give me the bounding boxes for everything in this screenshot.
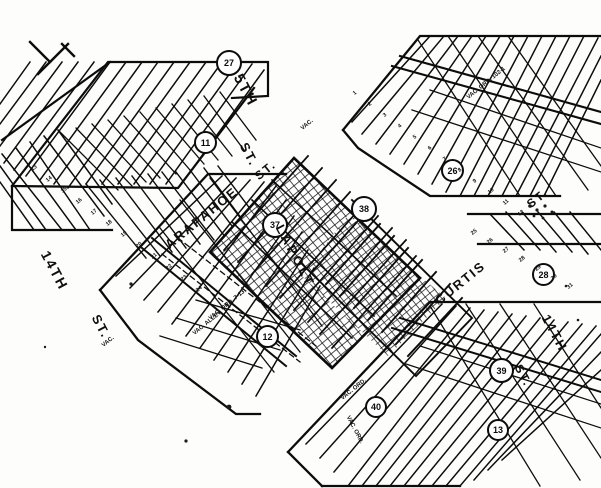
block-marker-28[interactable]: 28: [532, 263, 555, 286]
block-marker-12[interactable]: 12: [256, 325, 279, 348]
block-marker-11-label: 11: [200, 137, 211, 148]
block-marker-12-label: 12: [262, 331, 273, 342]
block-northwest: [10, 60, 270, 232]
lot-boxes-southwest: [159, 177, 323, 373]
block-marker-37-label: 37: [269, 220, 280, 230]
block-marker-13[interactable]: 13: [487, 419, 509, 441]
block-marker-27-label: 27: [223, 58, 234, 68]
parcels-northwest-lower: [0, 128, 114, 232]
center-block-outline: [208, 156, 422, 370]
parcels-northeast: [350, 34, 601, 198]
alley-northeast: [390, 54, 601, 126]
block-marker-38[interactable]: 38: [351, 196, 377, 222]
ink-specks: [43, 204, 580, 443]
block-marker-28-label: 28: [538, 269, 549, 280]
parcels-southeast: [304, 302, 601, 488]
center-block-east-wing: [298, 198, 474, 378]
block-marker-38-label: 38: [358, 204, 369, 214]
lot-boxes-southeast: [405, 303, 601, 487]
block-marker-13-label: 13: [492, 425, 503, 435]
lot-boxes-northeast: [411, 35, 601, 197]
alley-northwest: [0, 60, 256, 190]
block-marker-40-label: 40: [370, 402, 381, 412]
block-marker-27[interactable]: 27: [216, 50, 242, 76]
block-marker-39-label: 39: [496, 365, 507, 376]
block-marker-39[interactable]: 39: [489, 358, 514, 383]
parcels-northwest-upper: [0, 60, 266, 190]
block-southeast: [286, 300, 601, 488]
block-northeast: [341, 34, 601, 198]
vacated-alley-dashes: [161, 237, 317, 363]
corner-tick-mark: [28, 40, 76, 76]
block-marker-37[interactable]: 37: [262, 212, 288, 238]
block-marker-26[interactable]: 26: [441, 159, 464, 182]
block-marker-26-label: 26: [447, 165, 458, 176]
parcels-east: [488, 210, 601, 256]
block-southwest: [98, 172, 288, 416]
block-marker-11[interactable]: 11: [194, 131, 217, 154]
block-marker-40[interactable]: 40: [365, 396, 387, 418]
